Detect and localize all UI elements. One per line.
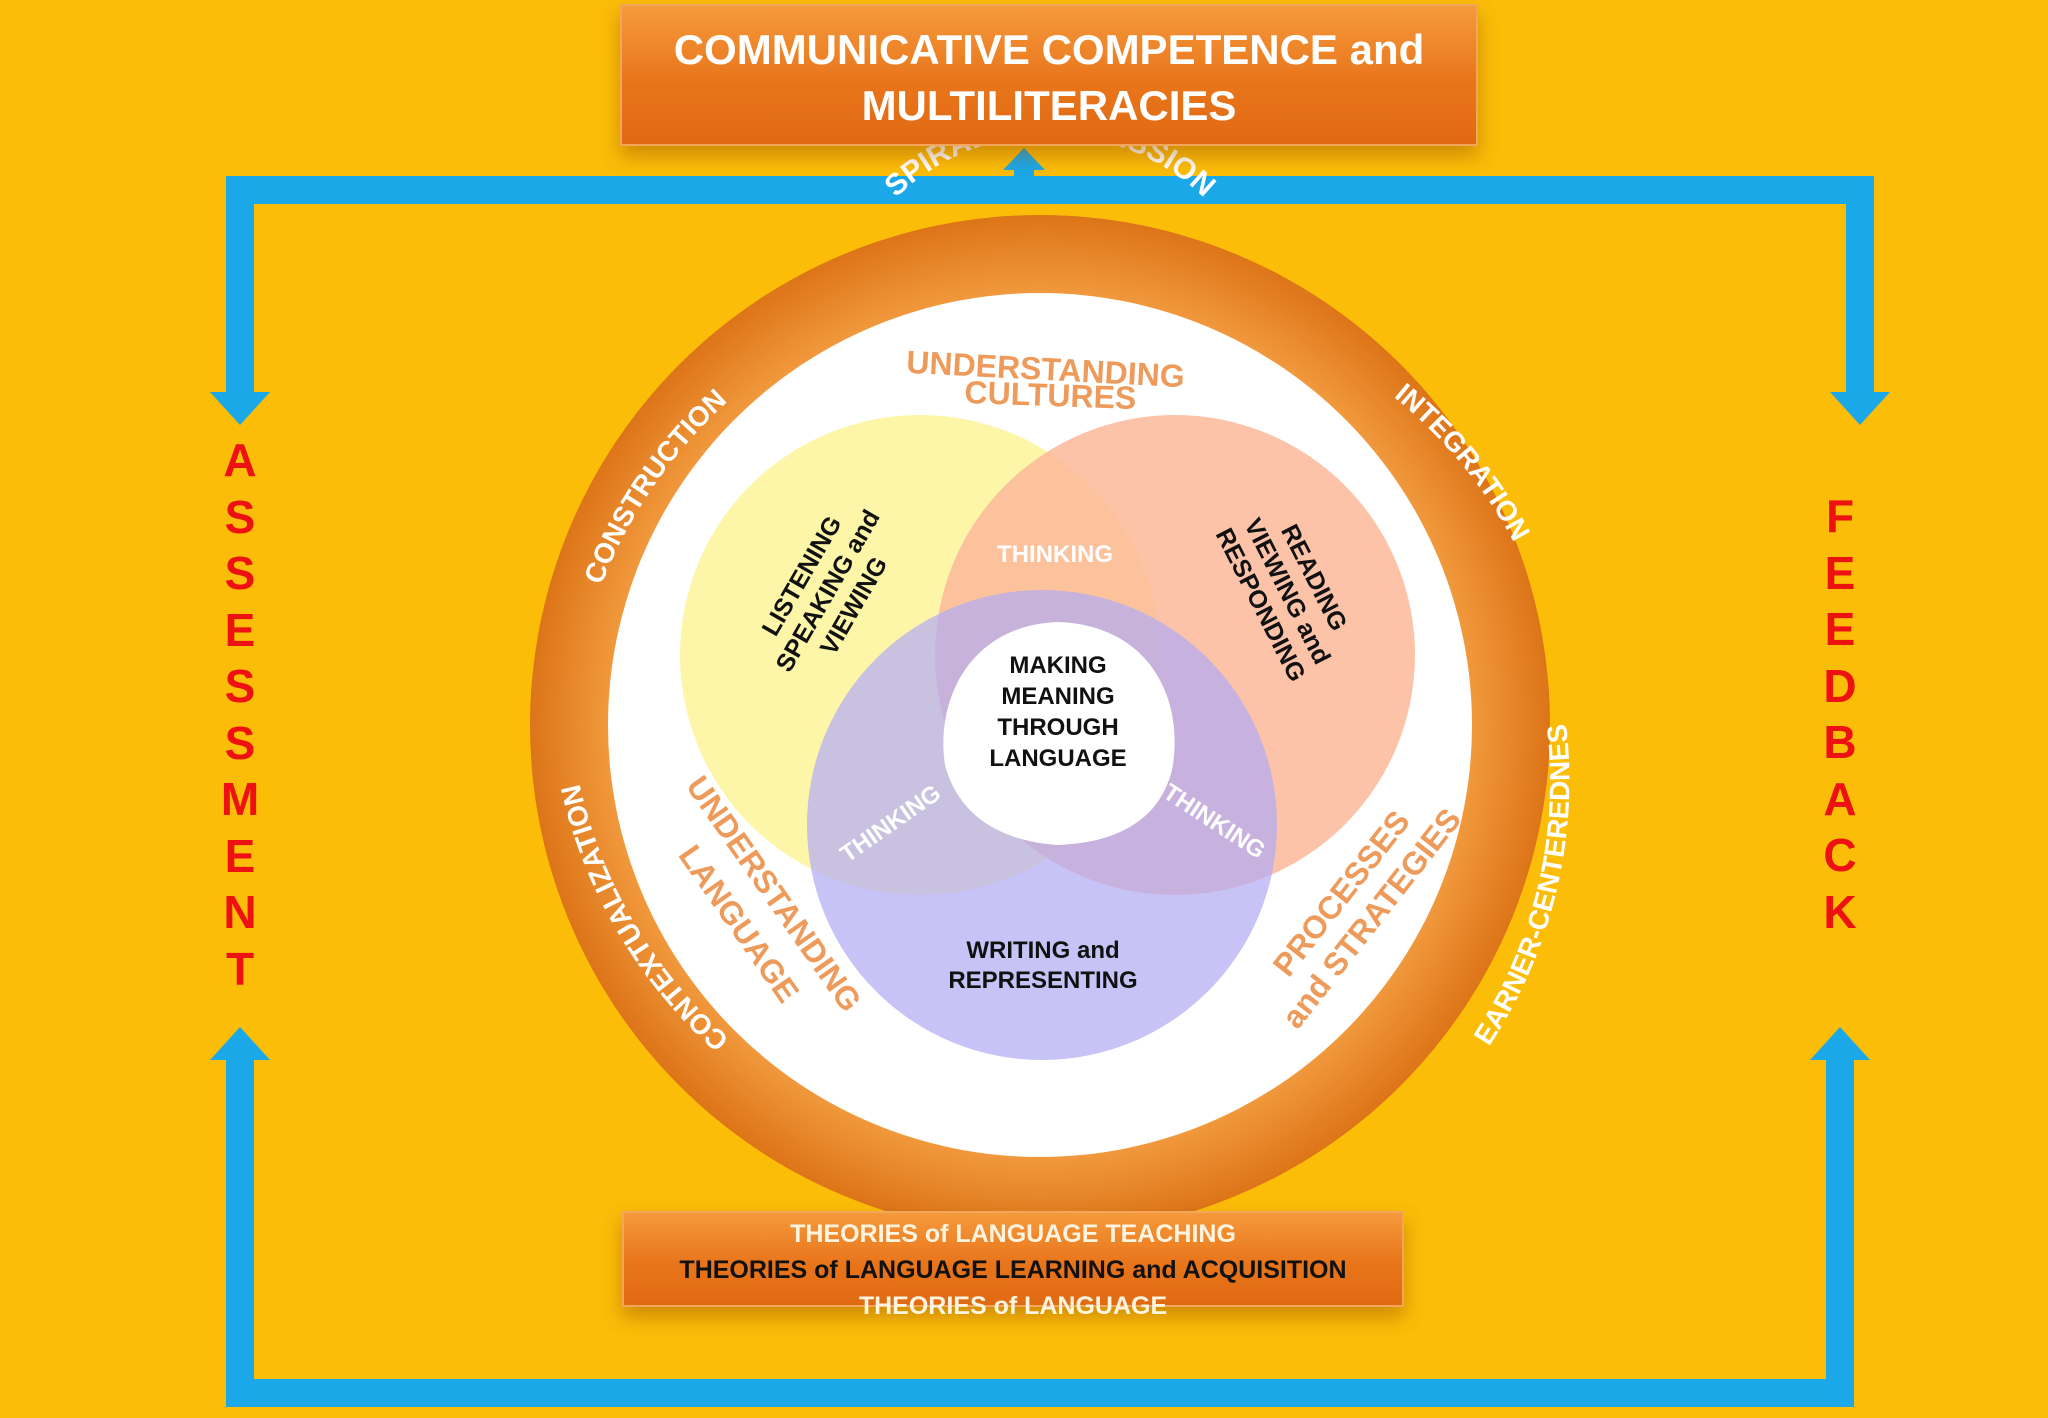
feedback-label: F E E D B A C K bbox=[1810, 488, 1870, 940]
feedback-letter: F bbox=[1825, 490, 1855, 542]
center-white-region bbox=[943, 622, 1175, 845]
assessment-letter: T bbox=[225, 942, 255, 995]
top-up-arrowhead bbox=[1003, 148, 1045, 170]
feedback-letter: B bbox=[1823, 716, 1857, 768]
feedback-letter: D bbox=[1823, 659, 1857, 712]
center-label: MAKING MEANING THROUGH LANGUAGE bbox=[989, 652, 1126, 772]
bottom-arrow-path bbox=[226, 1058, 1854, 1407]
svg-text:MAKING: MAKING bbox=[1009, 652, 1106, 679]
assessment-letter: S bbox=[224, 660, 256, 712]
bottom-banner-line2: THEORIES of LANGUAGE LEARNING and ACQUIS… bbox=[679, 1256, 1347, 1284]
assessment-letter: S bbox=[224, 547, 256, 599]
assessment-letter: S bbox=[224, 716, 256, 769]
thinking-label-top: THINKING bbox=[997, 541, 1113, 568]
feedback-letter: E bbox=[1824, 546, 1856, 599]
assessment-letter: E bbox=[224, 603, 256, 656]
assessment-letter: S bbox=[224, 490, 256, 543]
top-up-arrow-stem bbox=[1014, 168, 1034, 190]
svg-text:MEANING: MEANING bbox=[1001, 683, 1114, 710]
assessment-label: A S S E S S M E N T bbox=[210, 432, 270, 997]
bottom-banner-line3: THEORIES of LANGUAGE bbox=[858, 1292, 1168, 1320]
venn-diagram bbox=[680, 415, 1415, 1060]
svg-text:THROUGH: THROUGH bbox=[997, 714, 1118, 741]
feedback-letter: C bbox=[1823, 829, 1857, 881]
bottom-banner-line1: THEORIES of LANGUAGE TEACHING bbox=[790, 1220, 1236, 1248]
left-up-arrowhead bbox=[210, 1027, 270, 1060]
bottom-banner: THEORIES of LANGUAGE TEACHING THEORIES o… bbox=[622, 1211, 1404, 1320]
right-up-arrowhead bbox=[1810, 1027, 1870, 1060]
top-banner-line1: COMMUNICATIVE COMPETENCE and bbox=[673, 26, 1425, 73]
right-down-arrowhead bbox=[1830, 392, 1890, 425]
assessment-letter: N bbox=[223, 886, 257, 938]
assessment-letter: E bbox=[224, 829, 256, 882]
assessment-letter: A bbox=[223, 434, 257, 486]
assessment-letter: M bbox=[220, 773, 260, 825]
feedback-letter: A bbox=[1823, 772, 1857, 825]
svg-text:LANGUAGE: LANGUAGE bbox=[989, 745, 1126, 772]
understanding-cultures-line2: CULTURES bbox=[964, 374, 1137, 416]
top-banner: COMMUNICATIVE COMPETENCE and MULTILITERA… bbox=[620, 4, 1478, 146]
left-down-arrowhead bbox=[210, 392, 270, 425]
top-arrow-path bbox=[226, 176, 1874, 395]
writing-representing-line2: REPRESENTING bbox=[948, 967, 1137, 994]
feedback-letter: K bbox=[1823, 885, 1857, 938]
writing-representing-line1: WRITING and bbox=[966, 937, 1119, 964]
feedback-letter: E bbox=[1824, 603, 1856, 655]
top-banner-line2: MULTILITERACIES bbox=[861, 82, 1237, 129]
